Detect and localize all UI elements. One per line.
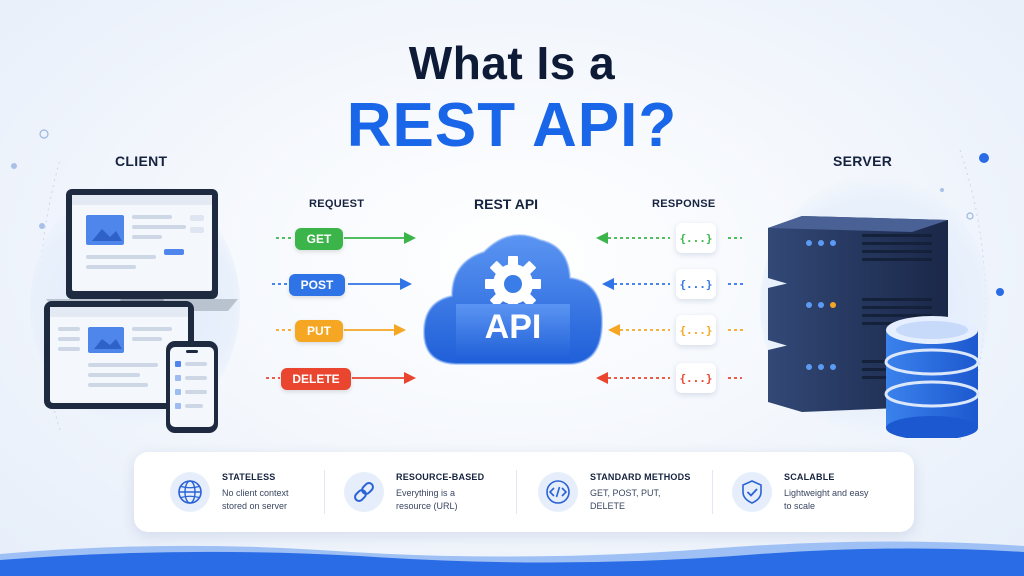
bottom-wave [0, 541, 1024, 576]
api-cloud-icon [422, 234, 604, 365]
client-devices-icon [44, 189, 238, 433]
response-json-1: {...} [676, 223, 716, 253]
method-post: POST [289, 274, 345, 296]
method-put: PUT [295, 320, 343, 342]
request-label: REQUEST [309, 198, 365, 210]
feature-title: STANDARD METHODS [590, 471, 691, 482]
link-icon [344, 472, 384, 512]
request-arrows [266, 232, 416, 384]
response-json-4: {...} [676, 363, 716, 393]
code-icon [538, 472, 578, 512]
feature-title: STATELESS [222, 471, 276, 482]
feature-desc: GET, POST, PUT, DELETE [590, 487, 661, 511]
response-json-2: {...} [676, 269, 716, 299]
client-label: CLIENT [115, 153, 168, 169]
api-text: API [484, 308, 542, 346]
divider [516, 470, 517, 514]
method-get: GET [295, 228, 343, 250]
divider [324, 470, 325, 514]
feature-standard-methods: STANDARD METHODS GET, POST, PUT, DELETE [538, 452, 691, 532]
feature-title: RESOURCE-BASED [396, 471, 485, 482]
feature-strip: STATELESS No client context stored on se… [134, 452, 914, 532]
title-line-2: REST API? [346, 91, 678, 160]
response-json-3: {...} [676, 315, 716, 345]
feature-title: SCALABLE [784, 471, 835, 482]
method-delete: DELETE [281, 368, 351, 390]
feature-desc: Lightweight and easy to scale [784, 487, 869, 511]
feature-stateless: STATELESS No client context stored on se… [170, 452, 289, 532]
server-database-icon [768, 216, 980, 438]
response-arrows [596, 232, 746, 384]
globe-icon [170, 472, 210, 512]
rest-api-label: REST API [474, 196, 539, 212]
response-label: RESPONSE [652, 198, 716, 210]
title-line-1: What Is a [408, 37, 616, 89]
shield-check-icon [732, 472, 772, 512]
feature-scalable: SCALABLE Lightweight and easy to scale [732, 452, 869, 532]
feature-desc: Everything is a resource (URL) [396, 487, 458, 511]
divider [712, 470, 713, 514]
server-label: SERVER [833, 153, 893, 169]
feature-resource-based: RESOURCE-BASED Everything is a resource … [344, 452, 484, 532]
feature-desc: No client context stored on server [222, 487, 289, 511]
